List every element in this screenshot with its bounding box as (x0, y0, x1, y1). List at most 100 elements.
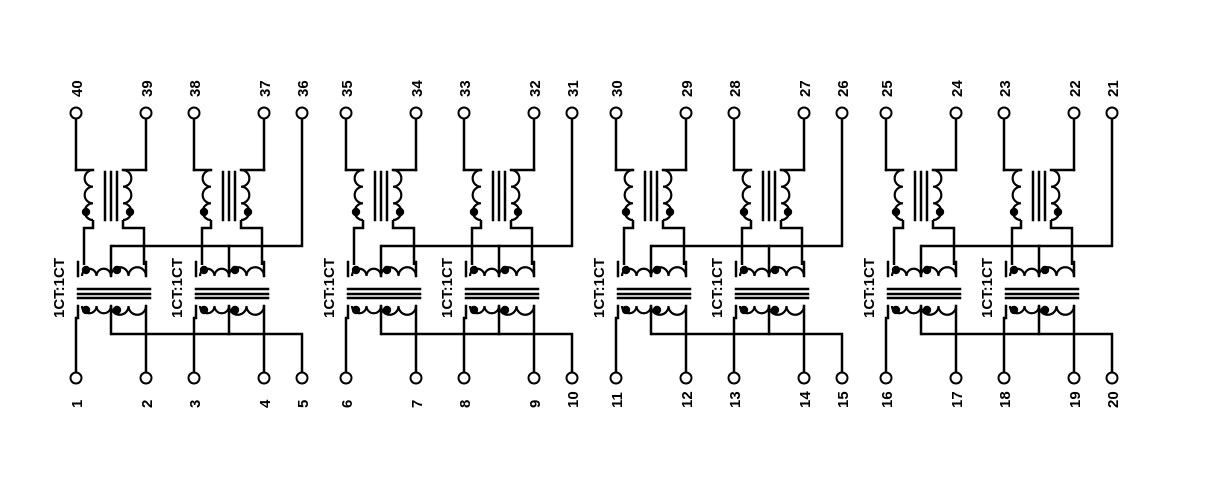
polarity-dot (382, 265, 392, 275)
wire (740, 220, 753, 265)
polarity-dot (621, 305, 631, 315)
polarity-dot (1009, 265, 1019, 275)
wire (391, 220, 416, 265)
polarity-dot (770, 305, 780, 315)
top-pin (295, 106, 309, 120)
wires (74, 116, 1114, 375)
bottom-pin-label: 10 (565, 391, 582, 408)
bottom-pin (457, 371, 471, 385)
polarity-dot (125, 207, 135, 217)
center-tap-bus-top (921, 118, 1114, 248)
top-pin-label: 33 (457, 80, 474, 97)
polarity-dot (199, 207, 209, 217)
top-pin (565, 106, 579, 120)
top-pin-label: 32 (527, 80, 544, 97)
bottom-pin (997, 371, 1011, 385)
top-pin-label: 30 (609, 80, 626, 97)
ratio-label: 1CT:1CT (861, 258, 878, 318)
ratio-label: 1CT:1CT (321, 258, 338, 318)
polarity-dot (351, 305, 361, 315)
polarity-dot (891, 265, 901, 275)
ratio-label: 1CT:1CT (591, 258, 608, 318)
polarity-dot (1040, 265, 1050, 275)
wire (470, 220, 483, 265)
polarity-dot (1009, 207, 1019, 217)
bottom-pin-label: 13 (727, 391, 744, 408)
polarity-dot (621, 207, 631, 217)
polarity-dot (652, 305, 662, 315)
top-pin (527, 106, 541, 120)
bottom-pin-label: 7 (409, 400, 426, 408)
wire (931, 220, 956, 265)
wire (352, 220, 365, 265)
polarity-dot (469, 305, 479, 315)
polarity-dot (112, 265, 122, 275)
center-tap-bus-bottom (111, 332, 304, 373)
bottom-pin-label: 6 (339, 400, 356, 408)
polarity-dot (935, 207, 945, 217)
center-tap-bus-bottom (381, 332, 574, 373)
polarity-dot (770, 265, 780, 275)
polarity-dot (652, 265, 662, 275)
polarity-dot (891, 305, 901, 315)
ratio-label: 1CT:1CT (169, 258, 186, 318)
bottom-pin-label: 12 (679, 391, 696, 408)
bottom-pin-label: 3 (187, 400, 204, 408)
top-pin-label: 24 (949, 80, 966, 97)
top-pin (997, 106, 1011, 120)
polarity-dot (500, 265, 510, 275)
bottom-pin (835, 371, 849, 385)
polarity-dot (199, 265, 209, 275)
center-tap-bus-bottom (921, 332, 1114, 373)
top-pin-label: 29 (679, 80, 696, 97)
bottom-pin-label: 2 (139, 400, 156, 408)
polarity-dot (469, 265, 479, 275)
polarity-dot (469, 207, 479, 217)
bottom-pin-label: 19 (1067, 391, 1084, 408)
wire (200, 220, 213, 265)
polarity-dot (199, 305, 209, 315)
wire (121, 220, 146, 265)
top-pin (457, 106, 471, 120)
bottom-pin-label: 8 (457, 400, 474, 408)
top-pin-label: 34 (409, 80, 426, 97)
top-pin-label: 25 (879, 80, 896, 97)
top-pin (609, 106, 623, 120)
bottom-pin (879, 371, 893, 385)
bottom-pin (139, 371, 153, 385)
top-pin (879, 106, 893, 120)
top-pin (835, 106, 849, 120)
top-pin-label: 38 (187, 80, 204, 97)
bottom-pin (727, 371, 741, 385)
top-pin (257, 106, 271, 120)
top-pin-label: 36 (295, 80, 312, 97)
polarity-dot (783, 207, 793, 217)
bottom-pin-label: 1 (69, 400, 86, 408)
bottom-pin (409, 371, 423, 385)
bottom-pin-label: 4 (257, 399, 274, 408)
polarity-dot (1009, 305, 1019, 315)
bottom-pin (609, 371, 623, 385)
polarity-dot (382, 305, 392, 315)
polarity-dot (922, 265, 932, 275)
bottom-pin-label: 5 (295, 400, 312, 408)
center-tap-bus-top (381, 118, 574, 248)
polarity-dot (739, 305, 749, 315)
top-pin (1105, 106, 1119, 120)
polarity-dot (621, 265, 631, 275)
bottom-pin (1105, 371, 1119, 385)
top-pin (949, 106, 963, 120)
polarity-dot (112, 305, 122, 315)
bottom-pin (797, 371, 811, 385)
bottom-pin (257, 371, 271, 385)
top-pin-label: 22 (1067, 80, 1084, 97)
polarity-dot (500, 305, 510, 315)
pins (69, 106, 1119, 385)
polarity-dot (891, 207, 901, 217)
bottom-pin-label: 15 (835, 391, 852, 408)
polarity-dot (739, 265, 749, 275)
polarity-dot (81, 305, 91, 315)
top-pin-label: 31 (565, 80, 582, 97)
polarity-dot (351, 207, 361, 217)
